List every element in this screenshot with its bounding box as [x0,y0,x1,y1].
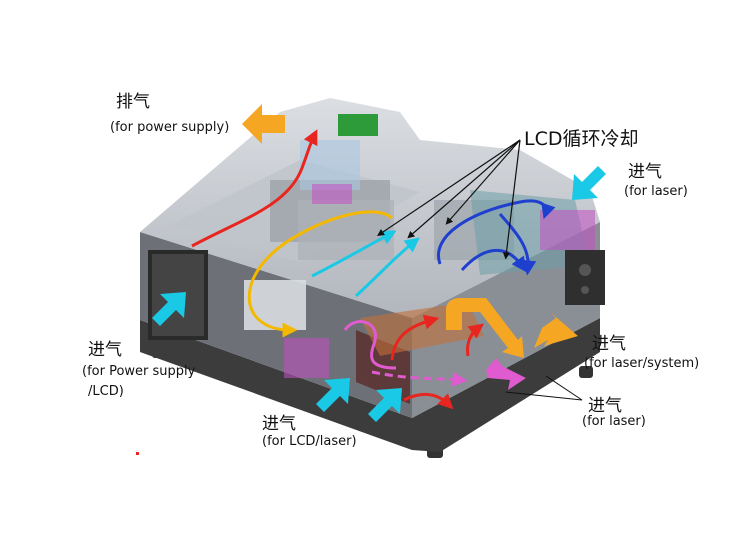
label-lcd-circulation: LCD循环冷却 [524,128,638,151]
label-intake-lcd-laser-en: (for LCD/laser) [262,434,357,450]
label-intake-power-en2: /LCD) [88,384,124,400]
control-panel [565,250,605,305]
cyan-intake-arrow-top-right [572,166,606,200]
label-intake-lcd-laser-zh: 进气 [262,414,296,434]
label-intake-laser-bottom-en: (for laser) [582,414,646,430]
label-exhaust-zh: 排气 [116,92,150,112]
label-laser-system-zh: 进气 [592,334,626,354]
projector-body [140,98,605,458]
label-intake-power-en1: (for Power supply [82,364,195,380]
label-intake-power-zh: 进气 [88,340,122,360]
label-intake-laser-top-en: (for laser) [624,184,688,200]
label-exhaust-en: (for power supply) [110,120,229,136]
label-laser-system-en: (for laser/system) [584,356,699,372]
label-intake-laser-top-zh: 进气 [628,162,662,182]
small-mark [136,452,139,455]
